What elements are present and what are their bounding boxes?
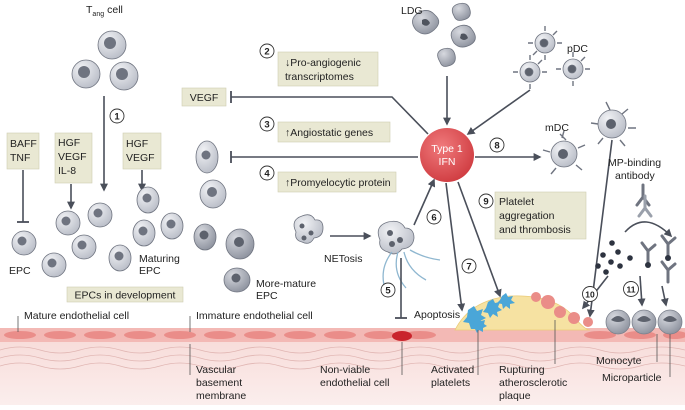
- arrow-ifn-to-apoptosis: [445, 182, 466, 312]
- epcs-in-development-box: EPCs in development: [66, 286, 184, 303]
- activated-platelets-label: Activated: [431, 364, 474, 376]
- svg-text:and thrombosis: and thrombosis: [499, 224, 571, 236]
- svg-text:10: 10: [585, 290, 595, 300]
- pro-angiogenic-box: ↓Pro-angiogenic transcriptomes: [277, 51, 379, 87]
- platelet-aggregation-box: Platelet aggregation and thrombosis: [494, 191, 587, 240]
- svg-text:↑Promyelocytic protein: ↑Promyelocytic protein: [285, 177, 391, 189]
- arrow-antibody-binding: [624, 221, 673, 238]
- svg-text:VEGF: VEGF: [58, 151, 87, 163]
- angiostatic-genes-box: ↑Angiostatic genes: [277, 121, 391, 143]
- rupturing-plaque-label: Rupturing: [499, 364, 545, 376]
- microparticle-label: Microparticle: [602, 372, 662, 384]
- epc-label: EPC: [9, 265, 31, 277]
- svg-text:4: 4: [264, 169, 270, 180]
- svg-text:BAFF: BAFF: [10, 138, 37, 150]
- baff-tnf-box: BAFF TNF: [6, 132, 40, 170]
- step-8-badge: [489, 137, 505, 153]
- t-ang-cells: [71, 30, 139, 91]
- monocyte-label: Monocyte: [596, 355, 642, 367]
- svg-text:EPC: EPC: [256, 290, 278, 302]
- svg-text:Platelet: Platelet: [499, 196, 534, 208]
- hgf-vegf-box: HGF VEGF: [122, 132, 162, 170]
- svg-text:EPCs in development: EPCs in development: [75, 290, 176, 302]
- mp-antibody-label: MP-binding: [608, 157, 661, 169]
- svg-text:9: 9: [483, 197, 488, 208]
- step-2-badge: [259, 43, 275, 59]
- nonviable-endothelial-label: Non-viable: [320, 364, 370, 376]
- pdc-label: pDC: [567, 43, 588, 55]
- svg-text:membrane: membrane: [196, 390, 246, 402]
- ldg-label: LDG: [401, 5, 423, 17]
- step-4-badge: [259, 165, 275, 181]
- promyelocytic-box: ↑Promyelocytic protein: [277, 171, 397, 193]
- step-6-badge: [426, 209, 442, 225]
- netosis-label: NETosis: [324, 253, 363, 265]
- apoptosis-label: Apoptosis: [414, 309, 460, 321]
- svg-text:transcriptomes: transcriptomes: [285, 71, 354, 83]
- neutrophil-cells: [293, 214, 441, 293]
- pdc-cells: [513, 26, 590, 89]
- svg-text:basement: basement: [196, 377, 242, 389]
- vascular-membrane-label: Vascular: [196, 364, 237, 376]
- arrow-pdc-to-ifn: [466, 89, 531, 135]
- ldg-cells: [412, 2, 476, 67]
- svg-text:HGF: HGF: [126, 138, 148, 150]
- maturing-epc-label: Maturing: [139, 253, 180, 265]
- mdc-label: mDC: [545, 122, 569, 134]
- microparticles: [595, 240, 633, 275]
- ifn-label-line2: IFN: [439, 156, 456, 168]
- svg-text:6: 6: [431, 213, 436, 224]
- step-5-badge: [380, 282, 396, 298]
- arrow-mdc-to-plaque: [586, 139, 613, 318]
- svg-text:EPC: EPC: [139, 265, 161, 277]
- svg-text:7: 7: [466, 262, 471, 273]
- monocytes: [605, 309, 683, 335]
- svg-text:aggregation: aggregation: [499, 210, 555, 222]
- svg-text:↑Angiostatic genes: ↑Angiostatic genes: [285, 127, 373, 139]
- svg-text:3: 3: [264, 120, 269, 131]
- epc-cells: [11, 202, 113, 278]
- svg-text:antibody: antibody: [615, 170, 655, 182]
- svg-text:IL-8: IL-8: [58, 165, 76, 177]
- step-10-badge: [582, 286, 598, 302]
- ifn-label-line1: Type 1: [431, 143, 463, 155]
- inhibit-vegf-line: [231, 96, 429, 135]
- svg-text:↓Pro-angiogenic: ↓Pro-angiogenic: [285, 57, 361, 69]
- antibody-icon: [635, 183, 653, 218]
- svg-text:endothelial cell: endothelial cell: [320, 377, 389, 389]
- step-1-badge: [109, 108, 125, 124]
- svg-text:2: 2: [264, 47, 269, 58]
- svg-text:plaque: plaque: [499, 390, 531, 402]
- svg-text:VEGF: VEGF: [190, 92, 219, 104]
- type1-ifn-node: [420, 128, 474, 182]
- bound-antibodies: [640, 234, 677, 284]
- hgf-vegf-il8-box: HGF VEGF IL-8: [54, 132, 93, 184]
- more-mature-epc-cells: [193, 140, 255, 293]
- step-9-badge: [478, 193, 494, 209]
- svg-text:11: 11: [627, 285, 636, 295]
- step-7-badge: [461, 258, 477, 274]
- immature-endothelial-label: Immature endothelial cell: [196, 310, 313, 322]
- vessel-wall: [0, 328, 685, 405]
- svg-text:TNF: TNF: [10, 152, 30, 164]
- arrow-netosis-to-ifn: [413, 178, 436, 226]
- step-3-badge: [259, 116, 275, 132]
- vegf-box: VEGF: [181, 87, 227, 107]
- step-11-badge: [623, 281, 639, 297]
- svg-text:VEGF: VEGF: [126, 152, 155, 164]
- svg-text:HGF: HGF: [58, 137, 80, 149]
- svg-text:platelets: platelets: [431, 377, 470, 389]
- mature-endothelial-label: Mature endothelial cell: [24, 310, 129, 322]
- mdc-cells: [542, 101, 636, 175]
- arrow-ifn-to-platelets: [457, 181, 502, 298]
- svg-text:8: 8: [494, 141, 499, 152]
- more-mature-epc-label: More-mature: [256, 278, 316, 290]
- svg-text:atherosclerotic: atherosclerotic: [499, 377, 567, 389]
- step-1-number: 1: [114, 112, 120, 123]
- maturing-epc-cells: [108, 186, 184, 272]
- svg-text:5: 5: [385, 286, 391, 297]
